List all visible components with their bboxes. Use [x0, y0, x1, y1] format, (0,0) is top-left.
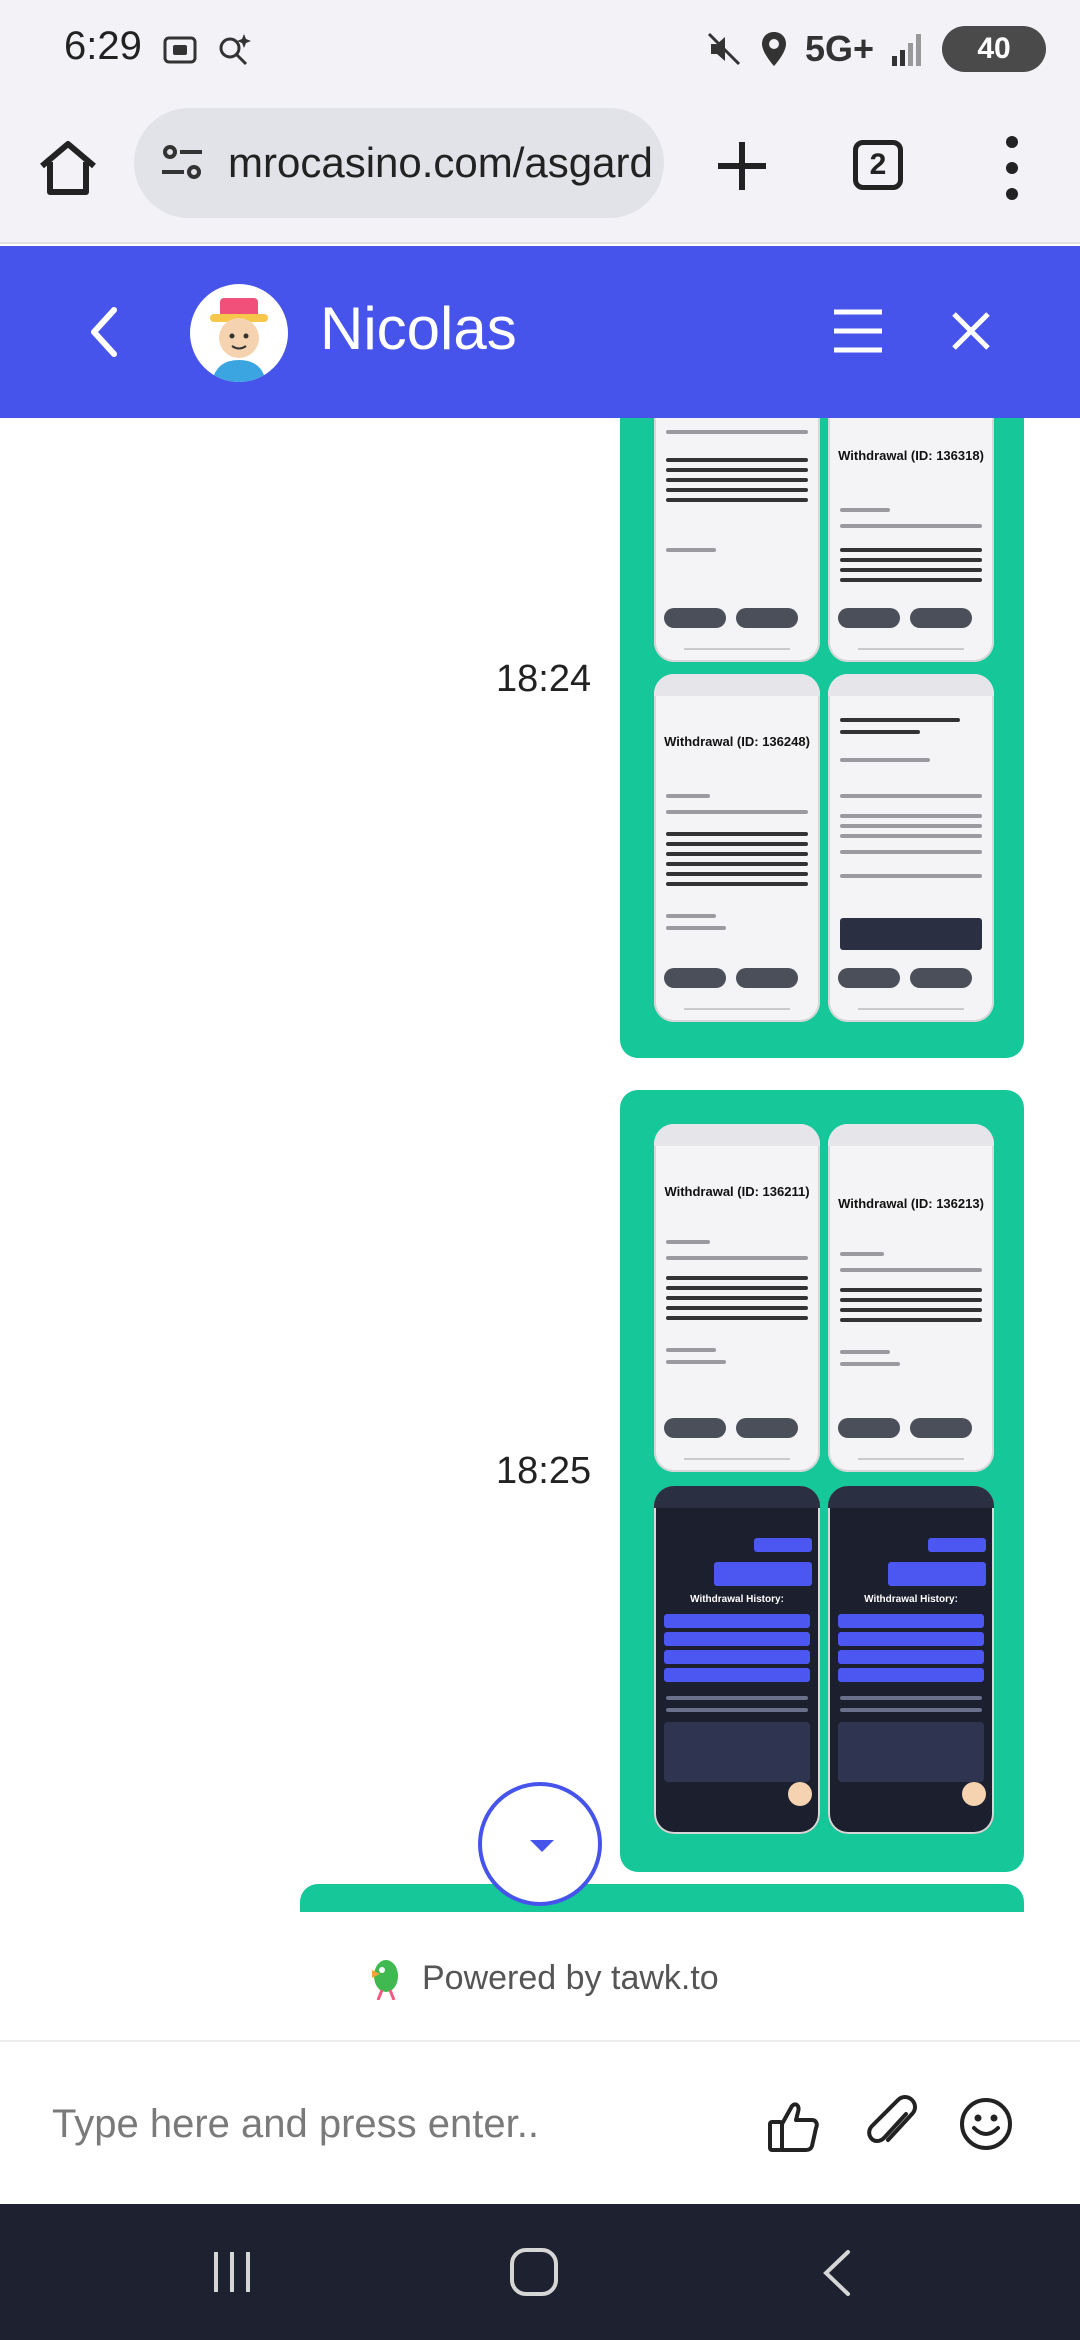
- image-thumbnail[interactable]: Withdrawal History:: [654, 1486, 820, 1834]
- image-message-bubble[interactable]: Withdrawal (ID: 136211) Withdrawal (ID: …: [620, 1090, 1024, 1872]
- status-time: 6:29: [64, 24, 142, 68]
- recent-apps-icon[interactable]: [210, 2248, 254, 2296]
- image-message-bubble[interactable]: Withdrawal (ID: 136318) Withdrawal (ID: …: [620, 418, 1024, 1058]
- close-icon[interactable]: [946, 306, 996, 356]
- chat-messages[interactable]: 18:24 Withdrawal (ID: 136318): [0, 418, 1080, 1912]
- image-thumbnail[interactable]: Withdrawal (ID: 136211): [654, 1124, 820, 1472]
- thumbnail-title: Withdrawal (ID: 136213): [838, 1196, 984, 1211]
- signal-icon: [892, 34, 921, 66]
- network-label: 5G+: [804, 28, 874, 69]
- home-nav-icon[interactable]: [508, 2246, 560, 2298]
- agent-avatar: [190, 284, 288, 382]
- tawk-parrot-icon: [372, 1960, 398, 2000]
- emoji-icon[interactable]: [958, 2096, 1014, 2152]
- scroll-to-bottom-button[interactable]: [478, 1782, 602, 1906]
- thumbs-up-icon[interactable]: [766, 2098, 822, 2154]
- image-thumbnail[interactable]: Withdrawal (ID: 136248): [654, 674, 820, 1022]
- home-icon[interactable]: [36, 136, 100, 200]
- chevron-down-icon: [530, 1840, 554, 1852]
- thumbnail-title: Withdrawal (ID: 136211): [664, 1184, 810, 1199]
- message-bubble-partial[interactable]: [300, 1884, 1024, 1912]
- location-icon: [761, 32, 786, 66]
- image-thumbnail[interactable]: Withdrawal (ID: 136213): [828, 1124, 994, 1472]
- thumbnail-title: Withdrawal (ID: 136318): [838, 448, 984, 463]
- status-left-icons: [160, 30, 254, 70]
- status-bar: 6:29 5G+ 40: [0, 0, 1080, 100]
- back-icon[interactable]: [84, 300, 124, 364]
- avatar-illustration: [210, 298, 268, 382]
- status-right: 5G+ 40: [705, 26, 1046, 72]
- image-thumbnail[interactable]: Withdrawal History:: [828, 1486, 994, 1834]
- paperclip-icon[interactable]: [864, 2094, 920, 2154]
- message-composer: [0, 2040, 1080, 2204]
- chat-header: Nicolas: [0, 246, 1080, 418]
- search-sparkle-icon: [219, 34, 251, 66]
- thumbnail-title: Withdrawal (ID: 136248): [664, 734, 810, 749]
- browser-toolbar: mrocasino.com/asgard 2: [0, 100, 1080, 244]
- powered-by-footer: Powered by tawk.to: [0, 1912, 1080, 2040]
- thumbnail-heading: Withdrawal History:: [864, 1594, 958, 1605]
- menu-icon[interactable]: [830, 306, 886, 356]
- address-bar[interactable]: mrocasino.com/asgard: [134, 108, 664, 218]
- powered-by-text[interactable]: Powered by tawk.to: [422, 1958, 719, 1997]
- image-thumbnail[interactable]: Withdrawal (ID: 136318): [828, 418, 994, 662]
- system-navigation-bar: [0, 2204, 1080, 2340]
- site-settings-icon[interactable]: [158, 138, 208, 188]
- tab-switcher-button[interactable]: 2: [853, 140, 903, 190]
- message-time: 18:25: [496, 1450, 592, 1492]
- image-thumbnail[interactable]: [828, 674, 994, 1022]
- message-time: 18:24: [496, 658, 592, 700]
- message-input[interactable]: [50, 2084, 730, 2164]
- agent-name: Nicolas: [320, 295, 517, 362]
- more-options-icon[interactable]: [992, 130, 1032, 206]
- url-text[interactable]: mrocasino.com/asgard: [228, 139, 653, 186]
- new-tab-icon[interactable]: [710, 134, 774, 198]
- battery-indicator: 40: [942, 26, 1046, 72]
- back-nav-icon[interactable]: [816, 2248, 856, 2298]
- screenshot-icon: [163, 36, 197, 64]
- image-thumbnail[interactable]: [654, 418, 820, 662]
- mute-icon: [707, 32, 741, 66]
- thumbnail-heading: Withdrawal History:: [690, 1594, 784, 1605]
